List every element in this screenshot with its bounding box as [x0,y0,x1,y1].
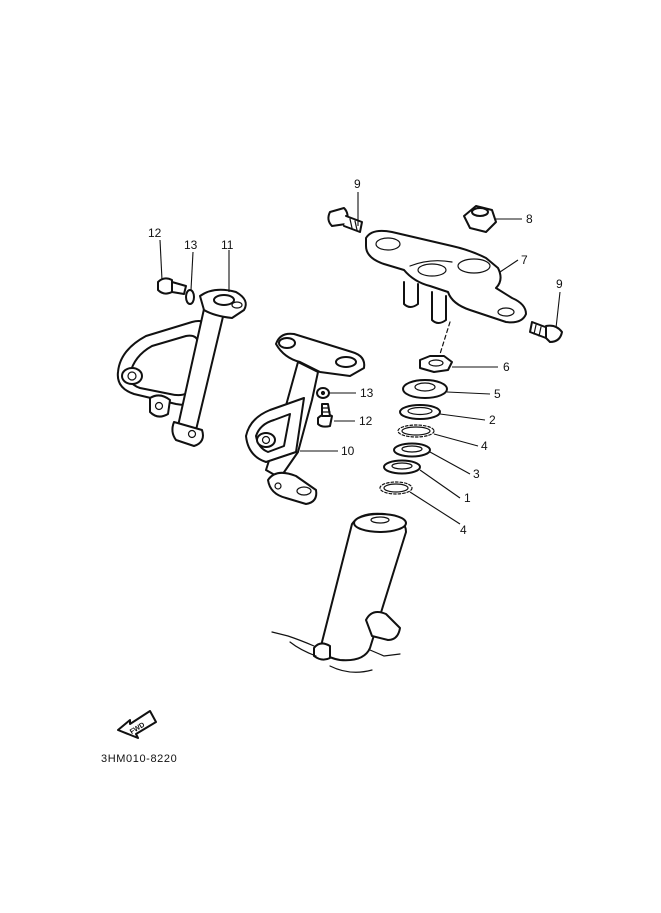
callout-8: 8 [526,212,533,226]
bearing-race-2 [399,404,441,420]
callout-9-upper: 9 [354,177,361,191]
headlight-stay-10 [245,332,366,505]
bolt-12-left [157,277,187,295]
bolt-9-upper [327,207,363,233]
washer-13-left [185,289,195,305]
callout-12-right: 12 [359,414,373,428]
callout-13-right: 13 [360,386,374,400]
callout-6: 6 [503,360,510,374]
callout-4-upper: 4 [481,439,488,453]
callout-4-lower: 4 [460,523,467,537]
callout-9-right: 9 [556,277,563,291]
callout-3: 3 [473,467,480,481]
bolt-12-right [317,403,333,428]
diagram-code: 3HM010-8220 [101,753,177,765]
callout-5: 5 [494,387,501,401]
washer-13-right [316,387,330,399]
bearing-race-3 [393,442,431,458]
fwd-arrow-icon: FWD [117,710,157,739]
callout-labels: 9 8 7 9 12 13 11 6 5 13 2 12 4 10 3 1 4 [148,177,563,537]
callout-11: 11 [221,238,234,252]
bearing-race-1 [383,459,421,475]
callout-1: 1 [464,491,471,505]
callout-10: 10 [341,444,355,458]
leader-lines [159,192,561,525]
headlight-stay-11 [116,288,247,447]
frame-head-pipe [271,512,407,673]
ball-bearing-4-lower [379,481,413,495]
upper-bracket [365,229,527,324]
ball-bearing-4-upper [397,424,435,438]
callout-7: 7 [521,253,528,267]
callout-13-left: 13 [184,238,198,252]
nut-8 [463,205,497,233]
ring-nut-6 [419,355,453,373]
callout-2: 2 [489,413,496,427]
washer-5 [402,379,448,399]
bolt-9-right [529,321,563,343]
callout-12-left: 12 [148,226,162,240]
